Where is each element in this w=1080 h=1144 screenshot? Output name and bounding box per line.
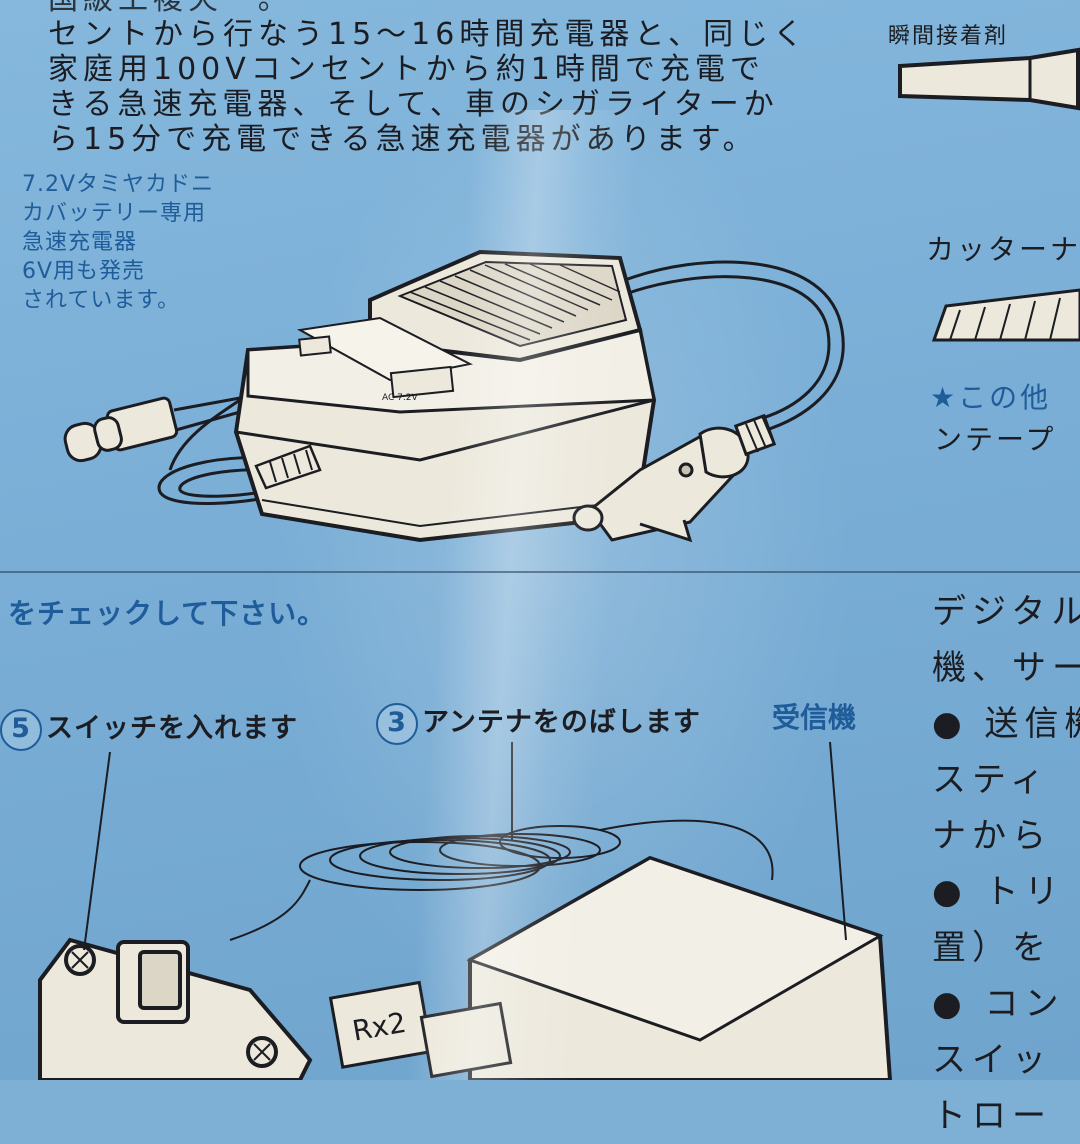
illustrations: AC 7.2V <box>38 47 1080 1080</box>
charger-note-line-2: カバッテリー専用 <box>22 201 207 226</box>
glue-tube-illustration <box>898 47 1080 111</box>
charger-note-line-4: 6V用も発売 <box>22 259 146 284</box>
step-switch-text: スイッチを入れます <box>46 713 298 744</box>
right-col-line-1: デジタル <box>932 592 1080 632</box>
star-note-text: ★この他 <box>930 381 1052 414</box>
antenna-wire <box>229 819 774 941</box>
right-col-line-2: 機、サー <box>932 648 1080 688</box>
charger-note-line-5: されています。 <box>22 288 181 313</box>
charger-note-line-1: 7.2Vタミヤカドニ <box>22 172 215 197</box>
intro-line-2: セントから行なう15～16時間充電器と、同じく <box>48 17 809 52</box>
intro-line-3: 家庭用100Vコンセントから約1時間で充電で <box>48 52 765 87</box>
right-col-line-7: 置）を <box>932 928 1052 968</box>
cutter-label: カッターナ <box>926 233 1080 266</box>
battery-connector-illustration <box>63 396 241 463</box>
right-column-text: デジタル 機、サー ● 送信機 スティ ナから ● トリ 置）を ● コン スイ… <box>932 584 1080 1144</box>
page-background <box>0 0 1080 1080</box>
right-col-line-3: ● 送信機 <box>932 704 1080 744</box>
right-col-line-10: トロー <box>932 1096 1052 1136</box>
cutter-blade-illustration <box>931 288 1080 342</box>
charger-model-text: AC 7.2V <box>382 393 418 403</box>
star-note-line-1: ★この他 <box>930 376 1051 416</box>
receiver-illustration: Rx2 <box>328 855 893 1080</box>
step-number-5: 5 <box>0 709 42 751</box>
charger-body-illustration: AC 7.2V <box>233 249 657 543</box>
right-col-line-9: スイッ <box>932 1040 1052 1080</box>
section-divider <box>0 571 1080 573</box>
intro-line-4: きる急速充電器、そして、車のシガライターか <box>48 87 779 122</box>
star-note-line-2: ンテープ <box>934 423 1057 456</box>
right-col-line-4: スティ <box>932 760 1050 800</box>
cigarette-plug-illustration <box>572 413 777 543</box>
intro-line-1: 国級工複火ー。 <box>48 0 848 17</box>
right-col-line-5: ナから <box>932 816 1052 856</box>
intro-paragraph: 国級工複火ー。 セントから行なう15～16時間充電器と、同じく 家庭用100Vコ… <box>48 0 848 157</box>
step-antenna-text: アンテナをのばします <box>422 707 701 738</box>
leader-lines <box>83 741 847 951</box>
charger-cord <box>157 260 845 506</box>
charger-note-line-3: 急速充電器 <box>22 230 138 255</box>
right-col-line-6: ● トリ <box>932 872 1065 912</box>
receiver-label: 受信機 <box>772 701 857 734</box>
glue-label: 瞬間接着剤 <box>888 24 1009 49</box>
check-title: をチェックして下さい。 <box>8 597 327 630</box>
charger-note: 7.2Vタミヤカドニ カバッテリー専用 急速充電器 6V用も発売 されています。 <box>22 170 214 315</box>
right-col-line-8: ● コン <box>932 984 1065 1024</box>
intro-line-5: ら15分で充電できる急速充電器があります。 <box>48 122 758 157</box>
step-number-3: 3 <box>376 703 418 745</box>
switch-illustration <box>38 937 313 1080</box>
